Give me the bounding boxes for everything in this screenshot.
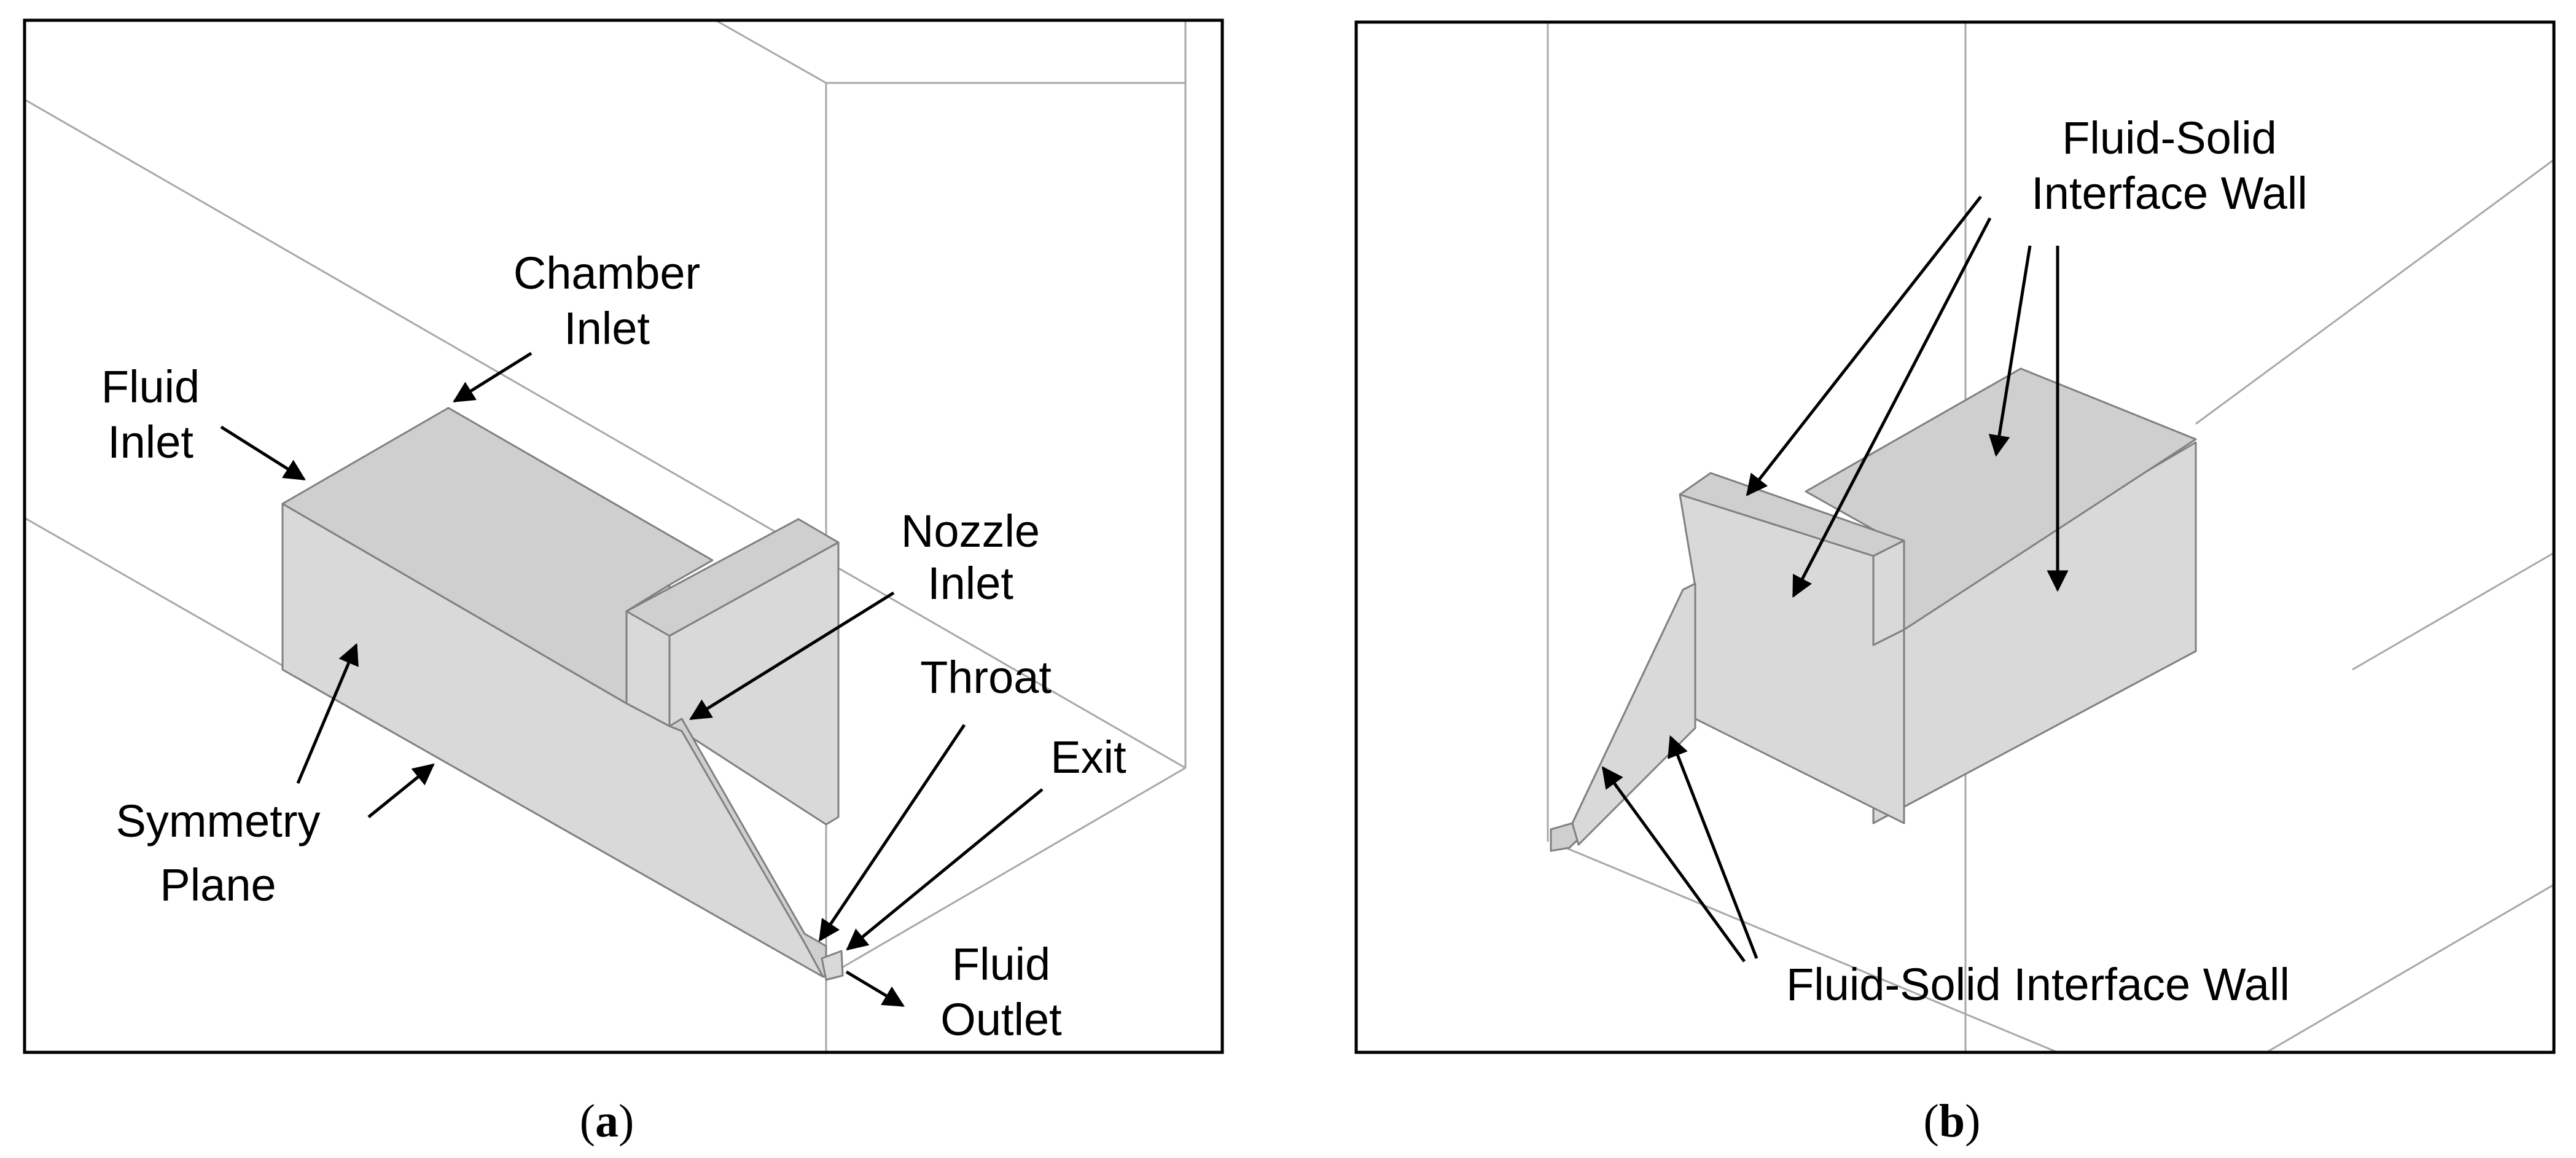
label-chamber-inlet-line1: Chamber: [513, 248, 700, 299]
arrow-chamber-inlet: [453, 351, 533, 403]
panel-b-frame: [1354, 20, 2556, 1054]
chamber-solid-b: [1550, 367, 2197, 852]
panel-b-domain-lines: [1547, 22, 2554, 1052]
arrow-interface-wall-nozzle-outer: [1601, 766, 1746, 963]
label-fluid-outlet-line2: Outlet: [940, 994, 1062, 1045]
label-fluid-outlet-line1: Fluid: [952, 939, 1050, 990]
arrow-nozzle-inlet: [689, 591, 895, 721]
caption-a: (a): [580, 1095, 634, 1147]
arrow-interface-wall-top: [1988, 245, 2032, 457]
arrow-throat: [818, 724, 966, 942]
label-interface-wall-top-line1: Fluid-Solid: [2062, 112, 2277, 163]
nozzle-inner-b: [1571, 582, 1696, 846]
panel-b-labels: Fluid-Solid Interface Wall Fluid-Solid I…: [1786, 112, 2308, 1010]
panel-a: Chamber Inlet Fluid Inlet Nozzle Inlet T…: [23, 18, 1224, 1147]
arrow-exit: [846, 788, 1044, 951]
chamber-nozzle-body: [281, 407, 844, 981]
arrow-symmetry-plane-up: [296, 643, 359, 784]
label-symmetry-plane-line1: Symmetry: [116, 796, 321, 847]
label-symmetry-plane-line2: Plane: [160, 859, 276, 910]
label-fluid-inlet-line1: Fluid: [101, 361, 200, 412]
panel-a-labels: Chamber Inlet Fluid Inlet Nozzle Inlet T…: [101, 248, 1126, 1045]
arrow-symmetry-plane-edge: [367, 763, 435, 818]
label-exit: Exit: [1050, 732, 1126, 783]
arrow-interface-wall-flange: [1746, 195, 1982, 496]
label-throat: Throat: [920, 652, 1052, 703]
panel-a-frame: [23, 18, 1224, 1054]
arrow-fluid-outlet: [845, 970, 905, 1007]
flange-edge-b: [1872, 539, 1905, 646]
label-fluid-inlet-line2: Inlet: [107, 417, 193, 468]
panel-a-arrows: [220, 351, 1044, 1007]
caption-b: (b): [1924, 1095, 1981, 1147]
arrow-interface-wall-face: [1792, 217, 1992, 598]
panel-b: Fluid-Solid Interface Wall Fluid-Solid I…: [1354, 20, 2556, 1147]
arrow-interface-wall-nozzle-inner: [1668, 735, 1758, 959]
label-nozzle-inlet-line2: Inlet: [927, 558, 1013, 609]
label-interface-wall-bottom: Fluid-Solid Interface Wall: [1786, 959, 2290, 1010]
label-interface-wall-top-line2: Interface Wall: [2031, 168, 2308, 219]
arrow-fluid-inlet: [220, 425, 306, 481]
nozzle-exit-tab: [821, 950, 844, 981]
label-nozzle-inlet-line1: Nozzle: [901, 506, 1040, 557]
label-chamber-inlet-line2: Inlet: [564, 303, 650, 354]
panel-b-arrows: [1601, 195, 2069, 963]
